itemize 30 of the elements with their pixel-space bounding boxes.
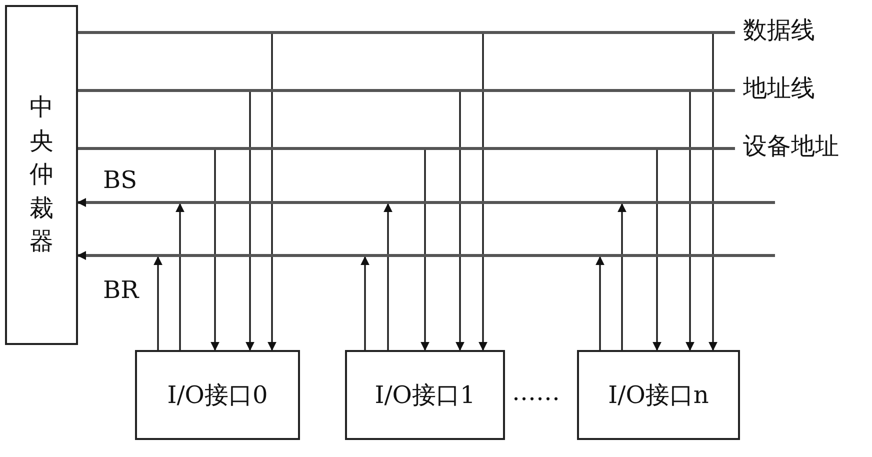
arrow bbox=[176, 203, 184, 350]
arrow bbox=[596, 256, 604, 350]
bus-label: BR bbox=[103, 278, 139, 302]
arrow bbox=[268, 34, 276, 351]
arbiter-box: 中央仲裁器 bbox=[5, 5, 78, 345]
arrow bbox=[360, 256, 370, 350]
arrow bbox=[686, 92, 694, 351]
bus-label: 数据线 bbox=[743, 18, 815, 42]
connector-line bbox=[78, 31, 95, 34]
arrow bbox=[420, 150, 430, 351]
arrow bbox=[708, 34, 718, 351]
arrow bbox=[210, 150, 220, 351]
arrow bbox=[456, 92, 464, 351]
arrow bbox=[77, 251, 95, 260]
arrow bbox=[618, 203, 626, 350]
connector-line bbox=[78, 89, 95, 92]
interface-box: I/O接口n bbox=[577, 350, 740, 440]
bus-label: 地址线 bbox=[743, 76, 815, 100]
arrow bbox=[652, 150, 662, 351]
arrow bbox=[478, 34, 488, 351]
arrow bbox=[384, 203, 392, 350]
ellipsis-text: …… bbox=[512, 380, 560, 404]
bus-label: BS bbox=[103, 168, 138, 192]
arrow bbox=[246, 92, 254, 351]
arrow bbox=[154, 256, 162, 350]
bus-label: 设备地址 bbox=[743, 134, 839, 158]
connector-line bbox=[78, 147, 95, 150]
interface-box: I/O接口1 bbox=[345, 350, 505, 440]
arrow bbox=[77, 198, 95, 207]
interface-box: I/O接口0 bbox=[135, 350, 300, 440]
